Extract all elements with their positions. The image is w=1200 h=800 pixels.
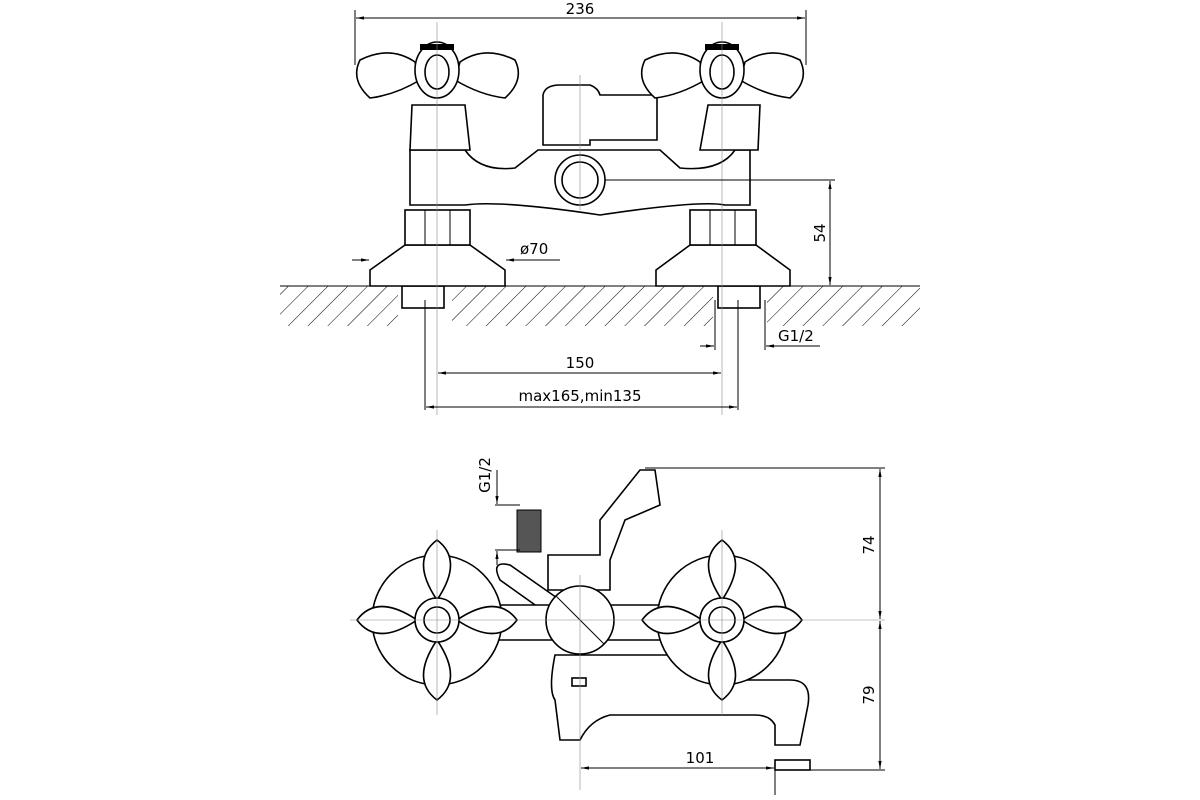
dim-label-range: max165,min135 [519,387,642,405]
top-view: G1/2 74 79 101 [350,457,885,795]
dim-label-74: 74 [860,535,878,554]
right-handle-wing [640,52,706,99]
dim-label-101: 101 [686,749,715,767]
spout [550,654,810,746]
front-view: 236 54 ø70 G1/2 150 max165,min135 [280,0,920,415]
left-nut [404,209,471,246]
left-base [369,244,506,287]
shower-outlet-arm [547,469,661,591]
left-handle-wing [355,52,421,99]
dim-label-236: 236 [566,0,595,18]
right-base [655,244,791,287]
dim-label-g12-top: G1/2 [476,457,494,493]
dim-label-79: 79 [860,685,878,704]
left-inlet-pipe [401,285,445,309]
right-nut [689,209,757,246]
thread-connector [516,509,542,553]
dim-label-g12-front: G1/2 [778,327,814,345]
diverter-cap [542,84,658,146]
diverter-lever [495,563,562,614]
dim-label-54: 54 [811,223,829,242]
wall-hatch [280,286,920,326]
dim-label-150: 150 [566,354,595,372]
right-inlet-pipe [717,285,761,309]
dim-label-70: ø70 [520,240,548,258]
